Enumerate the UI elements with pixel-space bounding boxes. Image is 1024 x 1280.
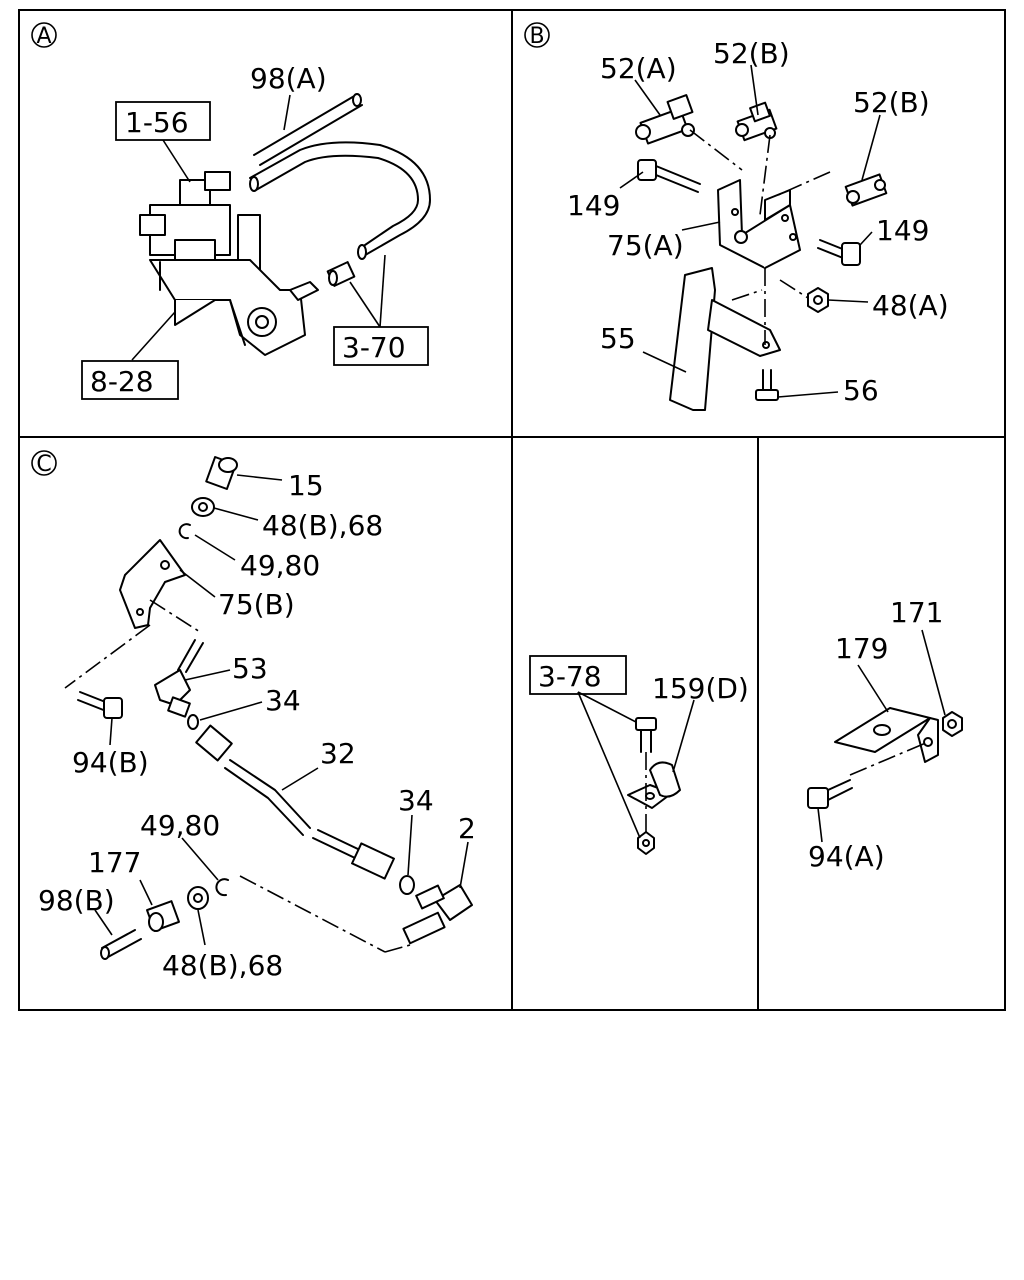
section-marker-a: A bbox=[31, 22, 57, 49]
loop-hose bbox=[249, 141, 431, 260]
svg-text:B: B bbox=[529, 24, 544, 49]
callout-32: 32 bbox=[320, 737, 356, 770]
panel-c: 15 48(B),68 49,80 75(B) 53 34 94(B) 32 3… bbox=[38, 456, 476, 982]
bracket-75b bbox=[119, 539, 186, 629]
section-marker-b: B bbox=[524, 22, 550, 49]
washer-34-bottom bbox=[399, 875, 415, 895]
hose-fitting bbox=[326, 261, 356, 287]
callout-75b: 75(B) bbox=[218, 588, 295, 621]
nut-d bbox=[637, 831, 655, 855]
callout-52b-upper: 52(B) bbox=[713, 37, 790, 70]
callout-94a: 94(A) bbox=[808, 840, 885, 873]
callout-177: 177 bbox=[88, 846, 141, 879]
svg-text:A: A bbox=[36, 24, 51, 49]
callout-48b-68-bottom: 48(B),68 bbox=[162, 949, 283, 982]
callout-56: 56 bbox=[843, 374, 879, 407]
callout-3-78: 3-78 bbox=[538, 660, 602, 693]
callout-53: 53 bbox=[232, 652, 268, 685]
callout-171: 171 bbox=[890, 596, 943, 629]
svg-text:C: C bbox=[36, 452, 51, 477]
tee-52a bbox=[635, 94, 695, 145]
callout-34-bottom: 34 bbox=[398, 784, 434, 817]
bolt-159d bbox=[635, 717, 657, 753]
callout-8-28: 8-28 bbox=[90, 365, 154, 398]
callout-box-1-56 bbox=[115, 101, 211, 141]
callout-48a: 48(A) bbox=[872, 289, 949, 322]
spacer-177 bbox=[146, 900, 180, 932]
callout-55: 55 bbox=[600, 322, 636, 355]
panel-frames bbox=[18, 9, 1006, 1011]
callout-3-70: 3-70 bbox=[342, 331, 406, 364]
spacer-15 bbox=[205, 456, 238, 490]
pipe-98a bbox=[253, 93, 363, 166]
clip-49-bottom bbox=[215, 878, 229, 897]
callout-34-top: 34 bbox=[265, 684, 301, 717]
bolt-149-right bbox=[817, 239, 861, 266]
callout-49-80-top: 49,80 bbox=[240, 549, 320, 582]
callout-2: 2 bbox=[458, 812, 476, 845]
callout-149-right: 149 bbox=[876, 214, 929, 247]
nut-48b-top bbox=[191, 497, 215, 517]
callout-159d: 159(D) bbox=[652, 672, 749, 705]
callout-98b: 98(B) bbox=[38, 884, 115, 917]
joint-2 bbox=[402, 884, 473, 945]
pin-98b bbox=[100, 929, 142, 960]
bolt-149-left bbox=[637, 159, 701, 193]
panel-e: 171 179 94(A) bbox=[807, 596, 963, 873]
section-marker-c: C bbox=[31, 450, 57, 477]
bolt-56 bbox=[755, 369, 779, 401]
nut-48a bbox=[807, 287, 829, 313]
callout-box-3-70 bbox=[333, 326, 429, 366]
bracket-75a bbox=[717, 179, 801, 269]
panel-d: 3-78 159(D) bbox=[529, 655, 749, 855]
cable-32 bbox=[195, 724, 395, 880]
bolt-94b bbox=[77, 691, 123, 719]
callout-149-left: 149 bbox=[567, 189, 620, 222]
cable-end-53 bbox=[154, 639, 204, 718]
bracket-179 bbox=[834, 707, 939, 763]
callout-1-56: 1-56 bbox=[125, 106, 189, 139]
callout-box-8-28 bbox=[81, 360, 179, 400]
callout-75a: 75(A) bbox=[607, 229, 684, 262]
callout-94b: 94(B) bbox=[72, 746, 149, 779]
callout-52b-right: 52(B) bbox=[853, 86, 930, 119]
tee-52b-right bbox=[844, 173, 888, 207]
callout-49-80-bottom: 49,80 bbox=[140, 809, 220, 842]
panel-a: 98(A) 1-56 8-28 3-70 bbox=[81, 62, 431, 400]
panel-b: 52(A) 52(B) 52(B) 149 75(A) 149 48(A) 55… bbox=[567, 37, 949, 411]
nut-48b-bottom bbox=[187, 886, 209, 910]
callout-179: 179 bbox=[835, 632, 888, 665]
callout-15: 15 bbox=[288, 469, 324, 502]
clip-159d bbox=[627, 761, 681, 809]
clip-49-top bbox=[178, 523, 191, 540]
washer-34-top bbox=[187, 714, 199, 730]
callout-box-3-78 bbox=[529, 655, 627, 695]
pedal-55 bbox=[669, 267, 781, 411]
valve-assembly bbox=[139, 171, 319, 356]
bolt-94a bbox=[807, 779, 853, 809]
tee-52b-upper bbox=[735, 101, 778, 142]
nut-171 bbox=[942, 711, 963, 737]
callout-98a: 98(A) bbox=[250, 62, 327, 95]
callout-52a: 52(A) bbox=[600, 52, 677, 85]
callout-48b-68-top: 48(B),68 bbox=[262, 509, 383, 542]
